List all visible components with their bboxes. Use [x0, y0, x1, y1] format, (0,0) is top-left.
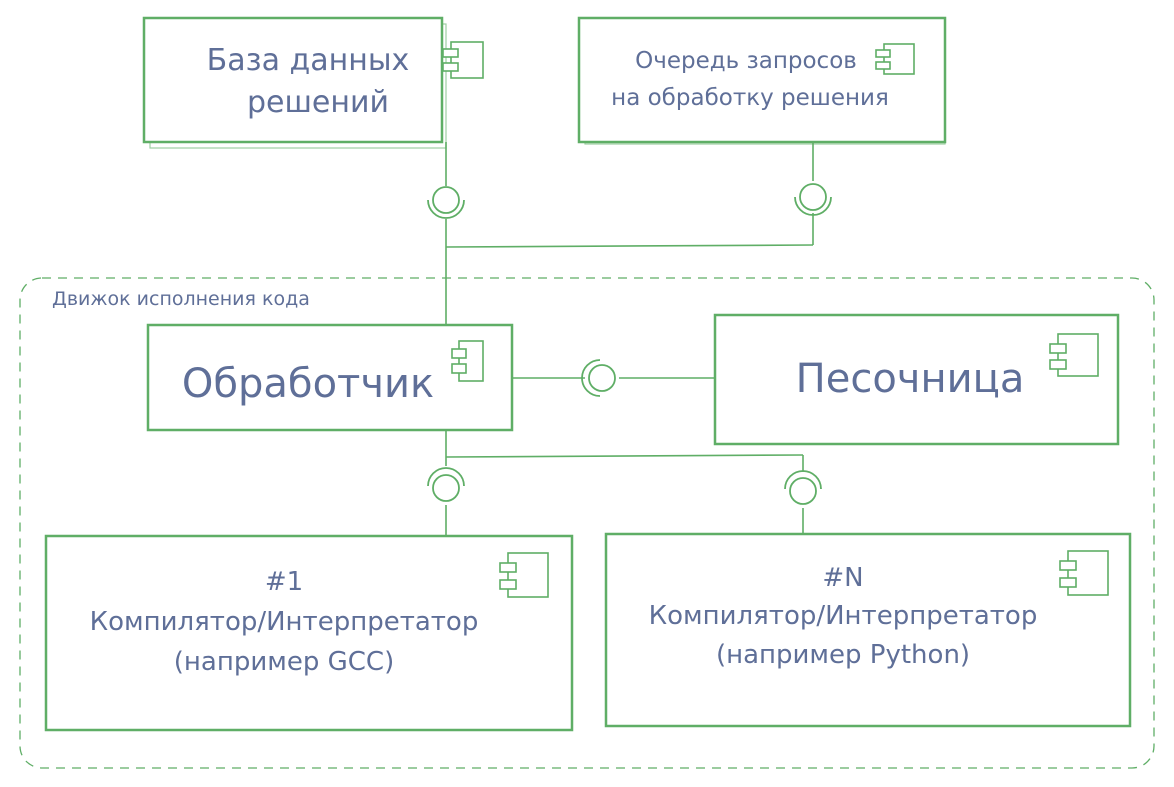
component-icon	[1049, 333, 1099, 377]
compiler-1-number: #1	[265, 567, 303, 597]
compiler-1-component: #1 Компилятор/Интерпретатор (например GC…	[44, 534, 574, 732]
sandbox-component: Песочница	[713, 313, 1120, 446]
connector-lines	[445, 142, 814, 538]
handler-component: Обработчик	[146, 323, 514, 432]
compiler-n-example: (например Python)	[716, 640, 970, 670]
sandbox-title: Песочница	[796, 356, 1025, 402]
compiler-n-component: #N Компилятор/Интерпретатор (например Py…	[604, 532, 1132, 728]
component-icon	[451, 340, 484, 382]
compiler-1-interface-icon	[427, 467, 465, 502]
database-component: База данных решений	[142, 16, 484, 149]
compiler-1-title: Компилятор/Интерпретатор	[90, 607, 479, 637]
component-icon	[1059, 550, 1109, 596]
compiler-1-example: (например GCC)	[174, 647, 394, 677]
sandbox-interface-icon	[581, 359, 616, 397]
code-engine-boundary	[19, 277, 1155, 769]
queue-title-line-1: Очередь запросов	[635, 48, 857, 74]
compiler-n-number: #N	[822, 563, 863, 593]
handler-title: Обработчик	[182, 361, 434, 407]
database-interface-icon	[427, 186, 465, 219]
compiler-n-interface-icon	[784, 470, 822, 505]
component-icon	[442, 41, 484, 79]
queue-component: Очередь запросов на обработку решения	[577, 16, 947, 145]
database-title-line-2: решений	[247, 85, 389, 120]
component-icon	[499, 552, 549, 598]
code-engine-label: Движок исполнения кода	[52, 288, 310, 310]
compiler-n-title: Компилятор/Интерпретатор	[649, 601, 1038, 631]
database-title-line-1: База данных	[207, 43, 410, 78]
queue-interface-icon	[794, 183, 832, 216]
queue-title-line-2: на обработку решения	[611, 85, 889, 111]
component-icon	[875, 43, 915, 75]
